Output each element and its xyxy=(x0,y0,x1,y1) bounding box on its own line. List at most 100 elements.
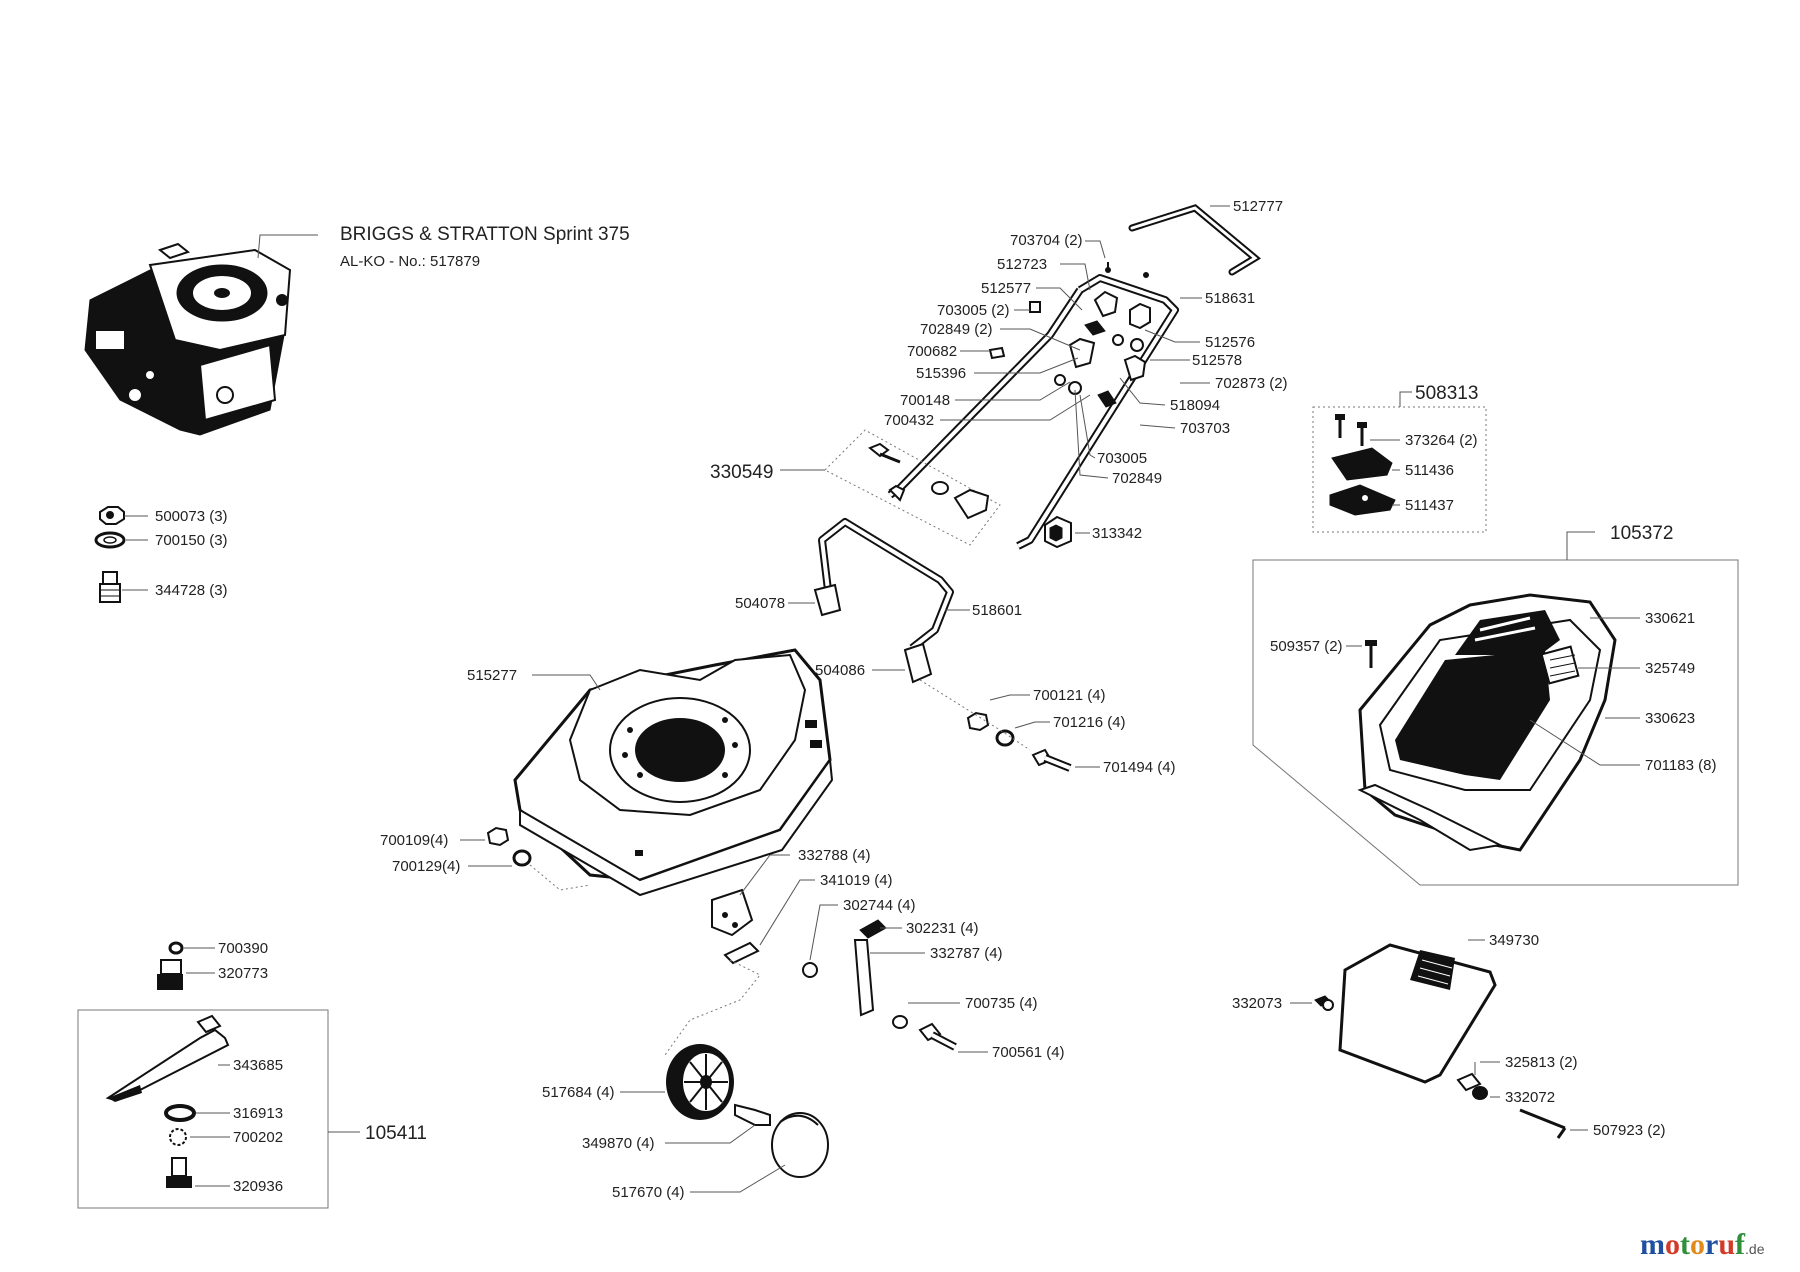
upper-handle-512777 xyxy=(1128,204,1262,276)
rod-507923 xyxy=(1519,1108,1567,1139)
label-700148: 700148 xyxy=(900,392,950,409)
label-700109: 700109(4) xyxy=(380,832,448,849)
label-700390: 700390 xyxy=(218,940,268,957)
label-332787: 332787 (4) xyxy=(930,945,1003,962)
mower-deck-515277 xyxy=(513,648,834,897)
label-332072: 332072 xyxy=(1505,1089,1555,1106)
label-511437: 511437 xyxy=(1405,497,1454,514)
label-703005b: 703005 xyxy=(1097,450,1147,467)
label-341019: 341019 (4) xyxy=(820,872,893,889)
lower-handle-518601 xyxy=(813,518,954,684)
label-700682: 700682 xyxy=(907,343,957,360)
label-343685: 343685 xyxy=(233,1057,283,1074)
grass-bag-box xyxy=(1252,559,1739,886)
label-515396: 515396 xyxy=(916,365,966,382)
label-512576: 512576 xyxy=(1205,334,1255,351)
label-702849a: 702849 (2) xyxy=(920,321,993,338)
nut-500073 xyxy=(99,506,125,525)
brand-suffix: .de xyxy=(1745,1241,1765,1257)
hubcap-517670 xyxy=(771,1112,829,1178)
height-adjust-parts xyxy=(711,888,957,1051)
label-332788: 332788 (4) xyxy=(798,847,871,864)
label-344728: 344728 (3) xyxy=(155,582,228,599)
label-703703: 703703 xyxy=(1180,420,1230,437)
blade-343685 xyxy=(105,1014,230,1102)
label-700432: 700432 xyxy=(884,412,934,429)
label-332073: 332073 xyxy=(1232,995,1282,1012)
label-320936: 320936 xyxy=(233,1178,283,1195)
label-701183: 701183 (8) xyxy=(1645,757,1716,774)
label-313342: 313342 xyxy=(1092,525,1142,542)
motoruf-logo: motoruf.de xyxy=(1640,1228,1764,1262)
label-700202: 700202 xyxy=(233,1129,283,1146)
label-330623: 330623 xyxy=(1645,710,1695,727)
bolt-group-330549 xyxy=(868,442,990,520)
label-302231: 302231 (4) xyxy=(906,920,979,937)
label-507923: 507923 (2) xyxy=(1593,1122,1666,1139)
part-511436 xyxy=(1331,447,1393,481)
part-332073 xyxy=(1314,995,1334,1011)
label-518631: 518631 xyxy=(1205,290,1255,307)
label-702873: 702873 (2) xyxy=(1215,375,1288,392)
label-349870: 349870 (4) xyxy=(582,1135,655,1152)
washer-316913 xyxy=(164,1104,196,1122)
label-105411: 105411 xyxy=(365,1123,427,1144)
screw-509357 xyxy=(1365,640,1377,668)
label-325813: 325813 (2) xyxy=(1505,1054,1578,1071)
label-517684: 517684 (4) xyxy=(542,1084,615,1101)
part-511437 xyxy=(1329,484,1396,516)
label-330549: 330549 xyxy=(710,462,773,483)
label-703704: 703704 (2) xyxy=(1010,232,1083,249)
label-700735: 700735 (4) xyxy=(965,995,1038,1012)
wheel-517684 xyxy=(666,1044,734,1120)
label-330621: 330621 xyxy=(1645,610,1695,627)
label-316913: 316913 xyxy=(233,1105,283,1122)
blade-fasteners-top xyxy=(157,941,184,990)
label-511436: 511436 xyxy=(1405,462,1454,479)
label-701216: 701216 (4) xyxy=(1053,714,1126,731)
label-504078: 504078 xyxy=(735,595,785,612)
label-512577: 512577 xyxy=(981,280,1031,297)
label-320773: 320773 xyxy=(218,965,268,982)
clip-313342 xyxy=(1044,515,1072,549)
blade-kit-box xyxy=(77,1009,329,1209)
star-washer-700202 xyxy=(169,1128,187,1146)
label-512723: 512723 xyxy=(997,256,1047,273)
label-504086: 504086 xyxy=(815,662,865,679)
handle-small-parts xyxy=(988,262,1151,408)
label-512578: 512578 xyxy=(1192,352,1242,369)
engine-drawing xyxy=(84,242,292,436)
label-700561: 700561 (4) xyxy=(992,1044,1065,1061)
label-509357: 509357 (2) xyxy=(1270,638,1343,655)
flap-349730 xyxy=(1338,943,1497,1084)
label-349730: 349730 xyxy=(1489,932,1539,949)
label-325749: 325749 xyxy=(1645,660,1695,677)
label-700150: 700150 (3) xyxy=(155,532,228,549)
axle-349870 xyxy=(734,1103,771,1126)
bolt-344728 xyxy=(99,571,121,603)
label-703005a: 703005 (2) xyxy=(937,302,1010,319)
label-508313: 508313 xyxy=(1415,383,1478,404)
label-700121: 700121 (4) xyxy=(1033,687,1106,704)
label-517670: 517670 (4) xyxy=(612,1184,685,1201)
label-515277: 515277 xyxy=(467,667,517,684)
brand-wordmark: motoruf xyxy=(1640,1228,1746,1261)
label-701494: 701494 (4) xyxy=(1103,759,1176,776)
engine-title: BRIGGS & STRATTON Sprint 375 xyxy=(340,224,630,245)
label-518094: 518094 xyxy=(1170,397,1220,414)
label-518601: 518601 xyxy=(972,602,1022,619)
grass-catcher xyxy=(1357,593,1617,852)
label-500073: 500073 (3) xyxy=(155,508,228,525)
label-700129: 700129(4) xyxy=(392,858,460,875)
label-302744: 302744 (4) xyxy=(843,897,916,914)
label-702849b: 702849 xyxy=(1112,470,1162,487)
label-373264: 373264 (2) xyxy=(1405,432,1478,449)
spring-325813 xyxy=(1456,1072,1488,1100)
screws-373264 xyxy=(1335,414,1367,446)
deck-nuts xyxy=(486,826,532,867)
label-512777: 512777 xyxy=(1233,198,1283,215)
label-105372: 105372 xyxy=(1610,523,1673,544)
handle-fasteners xyxy=(966,711,1072,772)
bolt-320936 xyxy=(166,1157,192,1188)
